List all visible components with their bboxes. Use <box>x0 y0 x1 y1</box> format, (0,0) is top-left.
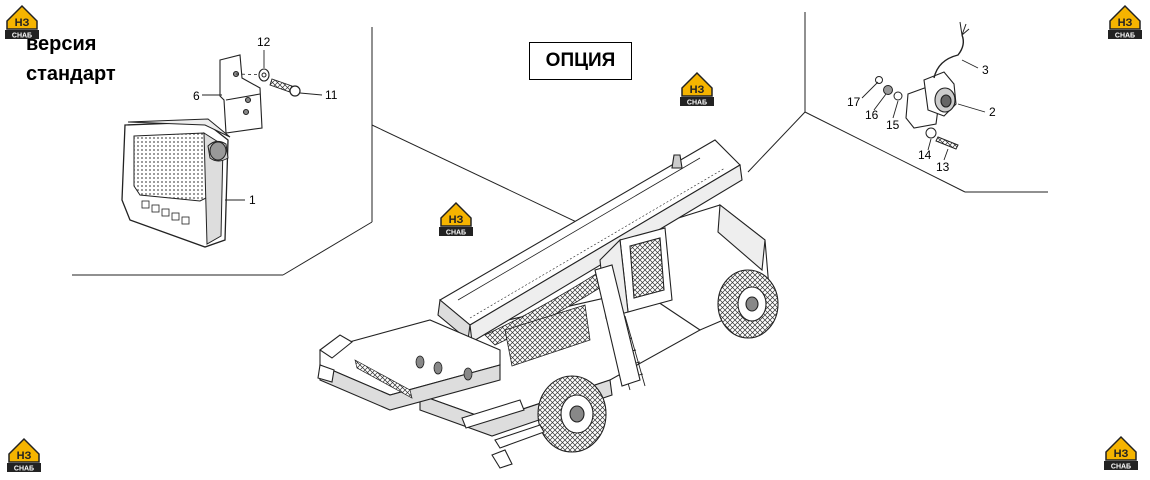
nz-snab-logo: НЗ СНАБ <box>437 200 475 238</box>
leader-lines <box>202 50 986 201</box>
svg-text:СНАБ: СНАБ <box>687 100 707 107</box>
logo-icon: НЗ СНАБ <box>7 437 41 473</box>
callout-1: 1 <box>249 193 256 207</box>
callout-numbers: 1 2 3 6 11 12 13 14 15 16 17 <box>193 35 996 207</box>
washer-part-12 <box>258 68 270 82</box>
version-label-line2: стандарт <box>26 63 116 85</box>
logo-icon: НЗ СНАБ <box>439 201 473 237</box>
screw-part-11 <box>269 78 301 97</box>
camera-part <box>905 21 970 129</box>
callout-3: 3 <box>982 63 989 77</box>
callout-15: 15 <box>886 118 900 132</box>
nz-snab-logo: НЗ СНАБ <box>1102 434 1140 472</box>
monitor-display-part <box>121 118 231 248</box>
svg-text:СНАБ: СНАБ <box>12 33 32 40</box>
logo-icon: НЗ СНАБ <box>5 4 39 40</box>
svg-text:НЗ: НЗ <box>1118 17 1133 29</box>
nz-snab-logo: НЗ СНАБ <box>1106 3 1144 41</box>
callout-12: 12 <box>257 35 271 49</box>
callout-16: 16 <box>865 108 879 122</box>
svg-text:СНАБ: СНАБ <box>1111 464 1131 471</box>
svg-text:СНАБ: СНАБ <box>1115 33 1135 40</box>
callout-14: 14 <box>918 148 932 162</box>
svg-text:НЗ: НЗ <box>17 450 32 462</box>
twistlocks <box>415 355 473 381</box>
svg-text:НЗ: НЗ <box>449 214 464 226</box>
svg-text:НЗ: НЗ <box>690 84 705 96</box>
callout-6: 6 <box>193 89 200 103</box>
option-label: ОПЦИЯ <box>545 50 616 71</box>
callout-11: 11 <box>325 88 338 102</box>
svg-text:НЗ: НЗ <box>1114 448 1129 460</box>
bracket-part <box>219 54 271 134</box>
nz-snab-logo: НЗ СНАБ <box>678 70 716 108</box>
monitor-buttons <box>141 200 190 225</box>
nz-snab-logo: НЗ СНАБ <box>5 436 43 474</box>
camera-small-parts <box>875 76 959 150</box>
option-label-box: ОПЦИЯ <box>529 42 632 80</box>
logo-icon: НЗ СНАБ <box>680 71 714 107</box>
svg-text:СНАБ: СНАБ <box>14 466 34 473</box>
nz-snab-logo: НЗ СНАБ <box>3 3 41 41</box>
svg-text:НЗ: НЗ <box>15 17 30 29</box>
callout-2: 2 <box>989 105 996 119</box>
callout-13: 13 <box>936 160 950 174</box>
callout-17: 17 <box>847 95 861 109</box>
version-label-line1: версия <box>26 33 97 55</box>
reach-stacker-machine <box>317 139 779 469</box>
svg-text:СНАБ: СНАБ <box>446 230 466 237</box>
logo-icon: НЗ СНАБ <box>1108 4 1142 40</box>
logo-icon: НЗ СНАБ <box>1104 435 1138 471</box>
